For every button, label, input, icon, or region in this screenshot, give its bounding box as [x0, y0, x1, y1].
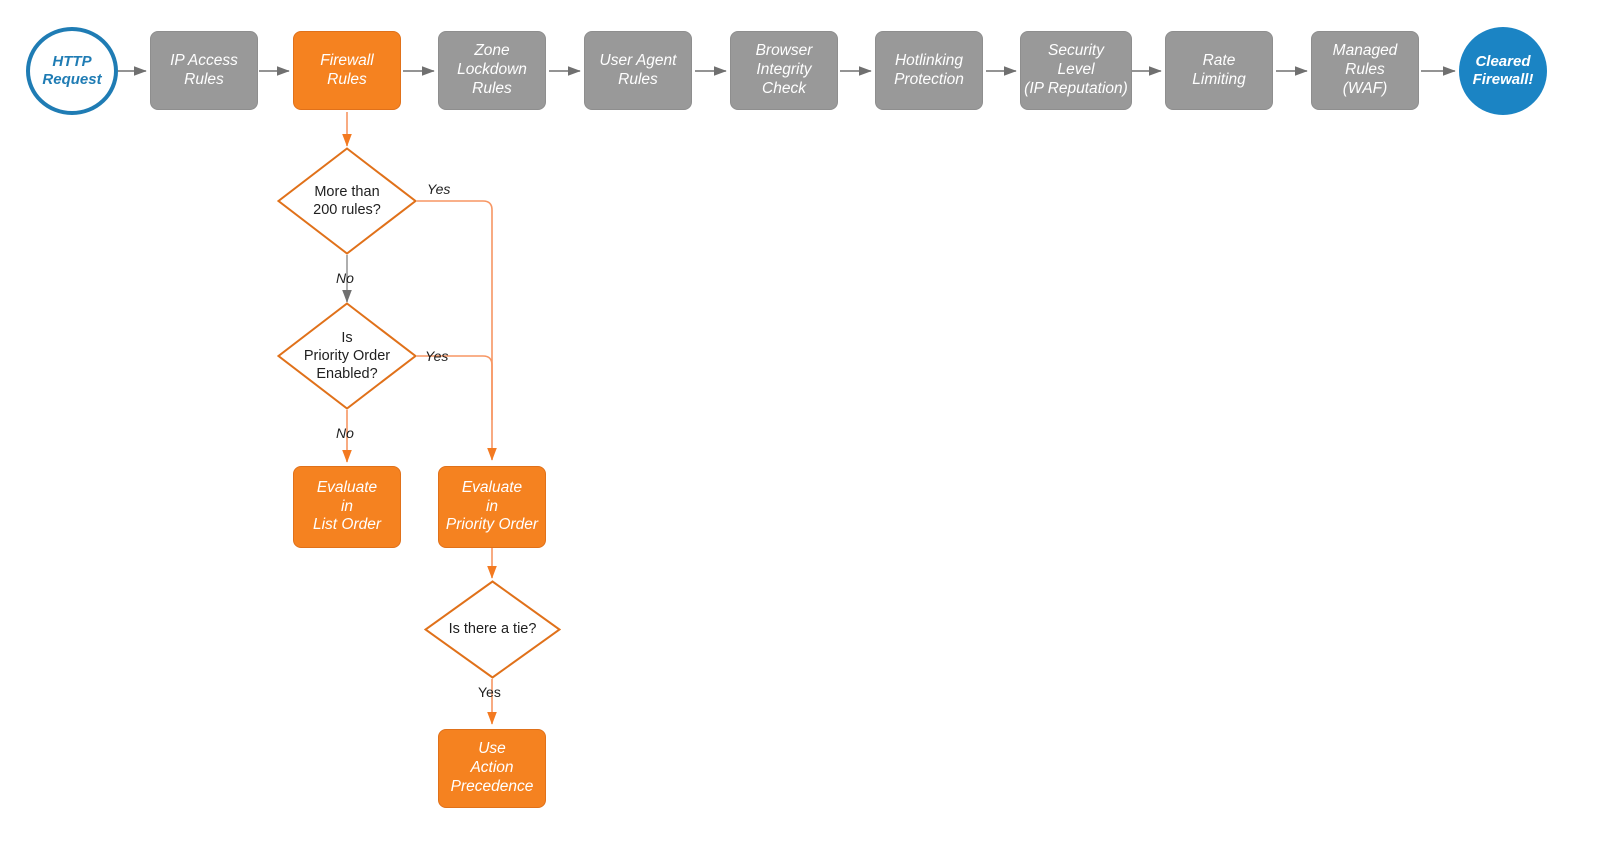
- node-evaluate-list-order[interactable]: Evaluate in List Order: [293, 466, 401, 548]
- node-label: Evaluate in Priority Order: [445, 478, 539, 534]
- node-label: HTTP Request: [42, 52, 102, 88]
- node-label: Zone Lockdown Rules: [457, 42, 527, 97]
- node-security-level[interactable]: Security Level (IP Reputation): [1020, 31, 1132, 110]
- node-label: Managed Rules (WAF): [1332, 42, 1398, 97]
- node-label: Use Action Precedence: [450, 740, 534, 795]
- node-label: Security Level (IP Reputation): [1024, 42, 1128, 97]
- node-label: Hotlinking Protection: [894, 51, 964, 88]
- diamond-shape: [277, 302, 417, 410]
- node-evaluate-priority-order[interactable]: Evaluate in Priority Order: [438, 466, 546, 548]
- node-label: User Agent Rules: [599, 51, 677, 88]
- edge-label-no-priority: No: [336, 425, 354, 441]
- node-decision-priority-order-enabled[interactable]: Is Priority Order Enabled?: [277, 302, 417, 410]
- node-label: Is there a tie?: [448, 621, 537, 638]
- node-browser-integrity-check[interactable]: Browser Integrity Check: [730, 31, 838, 110]
- node-firewall-rules[interactable]: Firewall Rules: [293, 31, 401, 110]
- node-label: Browser Integrity Check: [755, 42, 813, 97]
- node-label: Rate Limiting: [1192, 51, 1246, 88]
- edge-decision1-yes: [417, 200, 497, 461]
- node-decision-more-than-200-rules[interactable]: More than 200 rules?: [277, 147, 417, 255]
- diamond-shape: [277, 147, 417, 255]
- node-label: Firewall Rules: [320, 51, 374, 88]
- node-label: Evaluate in List Order: [312, 478, 382, 534]
- node-user-agent-rules[interactable]: User Agent Rules: [584, 31, 692, 110]
- node-zone-lockdown-rules[interactable]: Zone Lockdown Rules: [438, 31, 546, 110]
- node-cleared-firewall[interactable]: Cleared Firewall!: [1459, 27, 1547, 115]
- edge-decision2-yes: [417, 355, 493, 420]
- node-label: More than 200 rules?: [313, 183, 381, 218]
- node-managed-rules-waf[interactable]: Managed Rules (WAF): [1311, 31, 1419, 110]
- edge-label-yes-priority: Yes: [425, 348, 449, 364]
- node-use-action-precedence[interactable]: Use Action Precedence: [438, 729, 546, 808]
- node-ip-access-rules[interactable]: IP Access Rules: [150, 31, 258, 110]
- edge-label-yes-200: Yes: [427, 181, 451, 197]
- node-label: Is Priority Order Enabled?: [303, 329, 391, 383]
- edge-label-yes-tie: Yes: [478, 684, 501, 700]
- node-http-request[interactable]: HTTP Request: [26, 27, 118, 115]
- node-rate-limiting[interactable]: Rate Limiting: [1165, 31, 1273, 110]
- node-hotlinking-protection[interactable]: Hotlinking Protection: [875, 31, 983, 110]
- edge-label-no-200: No: [336, 270, 354, 286]
- node-decision-is-there-a-tie[interactable]: Is there a tie?: [424, 580, 561, 679]
- node-label: Cleared Firewall!: [1472, 52, 1534, 88]
- diamond-shape: [424, 580, 561, 679]
- node-label: IP Access Rules: [170, 51, 238, 88]
